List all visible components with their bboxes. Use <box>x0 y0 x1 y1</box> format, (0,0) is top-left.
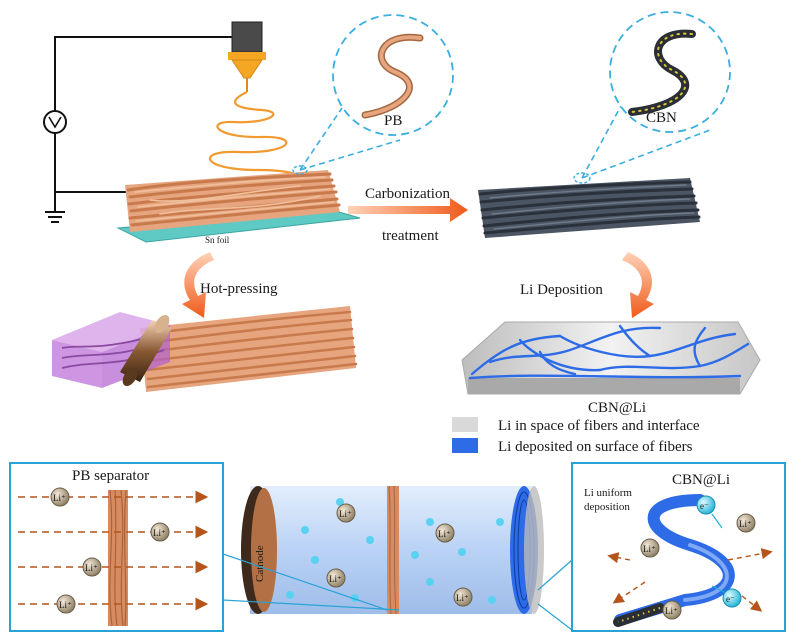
cbn-fiber-mat <box>478 178 701 238</box>
legend-label-li-space: Li in space of fibers and interface <box>498 418 700 434</box>
li-ion-icon <box>50 487 70 507</box>
cbn-li-panel: Li⁺ Li⁺ Li⁺ e⁻ e⁻ <box>571 462 786 632</box>
electron-icon <box>696 495 716 515</box>
li-ion-icon <box>640 538 660 558</box>
svg-text:Li⁺: Li⁺ <box>59 600 72 610</box>
li-ion-icon <box>435 523 455 543</box>
svg-text:Li⁺: Li⁺ <box>456 593 469 603</box>
svg-text:Li⁺: Li⁺ <box>153 528 166 538</box>
legend: Li in space of fibers and interface Li d… <box>452 417 700 455</box>
spinning-jet <box>208 91 301 190</box>
svg-text:Li⁺: Li⁺ <box>339 509 352 519</box>
svg-text:Li⁺: Li⁺ <box>85 563 98 573</box>
li-ion-icon <box>82 557 102 577</box>
cell-dots <box>286 498 504 604</box>
cell-li-ions: Li⁺ Li⁺ Li⁺ Li⁺ <box>326 503 473 607</box>
pb-separator-sheet <box>108 489 128 627</box>
left-panel-li-ions: Li⁺ Li⁺ Li⁺ Li⁺ <box>50 487 170 614</box>
hot-pressed-mat <box>140 306 358 392</box>
hot-pressing-arrow <box>182 252 214 318</box>
panel-connectors <box>222 553 573 631</box>
li-deposition-label: Li Deposition <box>520 282 603 298</box>
li-ion-icon <box>326 568 346 588</box>
legend-swatch-li-surface <box>452 438 478 453</box>
cell-separator <box>387 486 399 614</box>
li-ion-icon <box>56 594 76 614</box>
sn-foil-label: Sn foil <box>205 235 230 245</box>
li-ion-icon <box>736 513 756 533</box>
pb-callout <box>292 14 454 175</box>
voltage-source-icon <box>43 110 67 134</box>
svg-text:e⁻: e⁻ <box>700 501 709 511</box>
cathode-label: Cathode <box>254 545 266 582</box>
cbn-li-plate <box>461 321 761 395</box>
svg-text:e⁻: e⁻ <box>726 594 735 604</box>
svg-text:Li⁺: Li⁺ <box>643 544 656 554</box>
press-roller <box>120 314 172 387</box>
deposition-label: deposition <box>584 501 630 513</box>
pb-fiber-mat <box>116 170 361 243</box>
carbonization-arrow <box>348 198 468 222</box>
cbn-callout-label: CBN <box>646 110 677 126</box>
carbonization-label: Carbonization <box>365 186 450 202</box>
cbn-callout <box>573 11 731 184</box>
li-ion-icon <box>150 522 170 542</box>
li-uniform-label: Li uniform <box>584 487 632 499</box>
svg-text:Li⁺: Li⁺ <box>53 493 66 503</box>
hot-pressing-label: Hot-pressing <box>200 281 278 297</box>
electrospinning-circuit <box>43 36 232 223</box>
cbn-li-label: CBN@Li <box>588 400 646 416</box>
pb-separator-label: PB separator <box>72 468 149 484</box>
electron-icon <box>722 588 742 608</box>
cbn-li-panel-label: CBN@Li <box>672 472 730 488</box>
li-ion-icon <box>336 503 356 523</box>
legend-swatch-li-space <box>452 417 478 432</box>
svg-text:Li⁺: Li⁺ <box>739 519 752 529</box>
spinneret-icon <box>228 21 266 92</box>
treatment-label: treatment <box>382 228 439 244</box>
pb-separator-panel <box>9 462 224 632</box>
li-deposition-arrow <box>622 252 654 318</box>
li-ion-icon <box>662 600 682 620</box>
svg-text:Li⁺: Li⁺ <box>438 529 451 539</box>
ground-icon <box>45 211 65 223</box>
svg-text:Li⁺: Li⁺ <box>665 606 678 616</box>
svg-text:Li⁺: Li⁺ <box>329 574 342 584</box>
legend-label-li-surface: Li deposited on surface of fibers <box>498 439 693 455</box>
li-ion-icon <box>453 587 473 607</box>
battery-cell: Li⁺ Li⁺ Li⁺ Li⁺ <box>241 485 544 615</box>
pb-callout-label: PB <box>384 113 402 129</box>
